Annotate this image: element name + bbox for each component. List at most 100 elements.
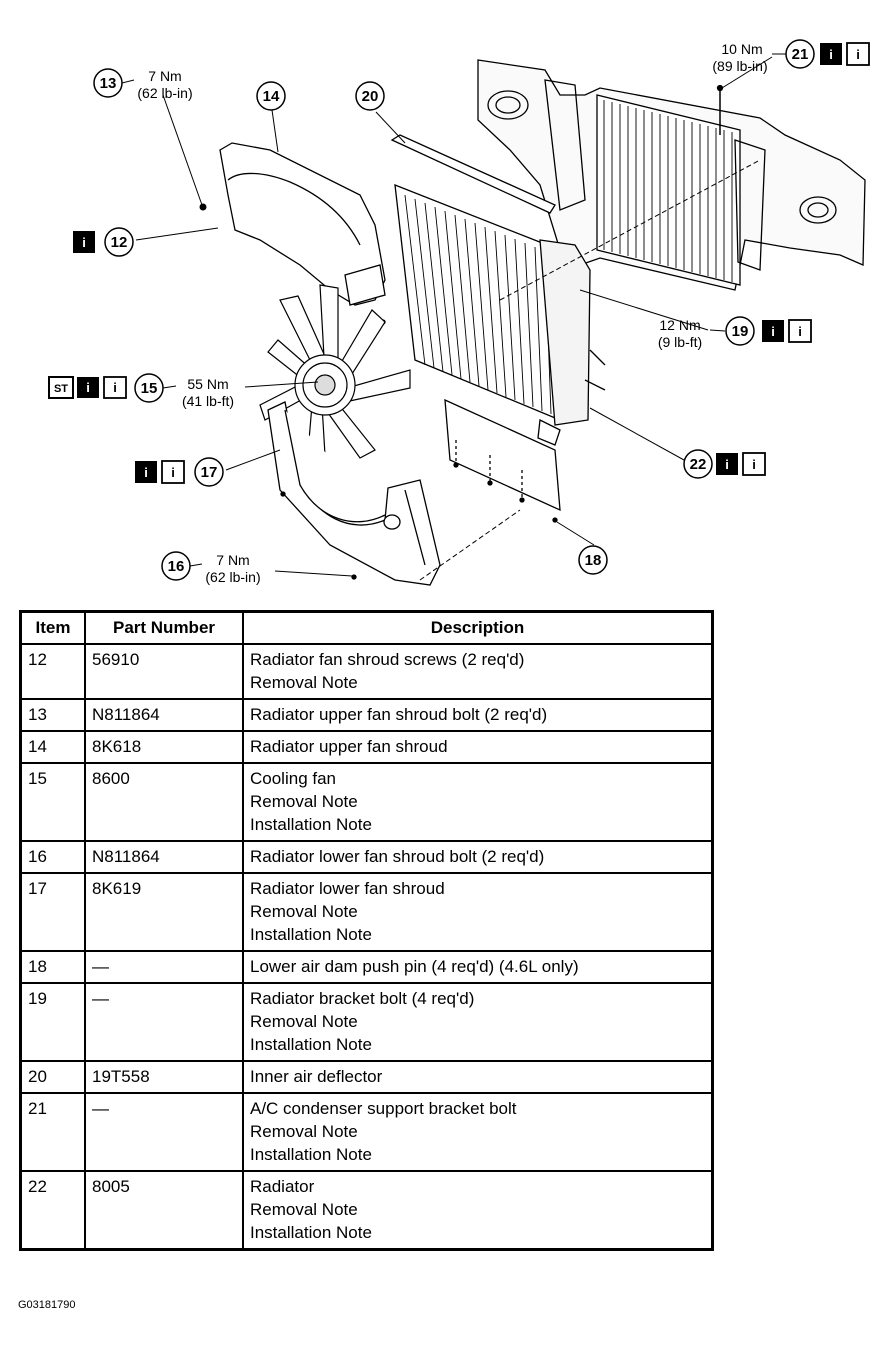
- part-number: 8005: [84, 1170, 244, 1251]
- description-text: A/C condenser support bracket bolt: [250, 1099, 517, 1118]
- description: Radiator upper fan shroud: [242, 730, 714, 764]
- info-filled-icon: i: [86, 380, 90, 395]
- description: Lower air dam push pin (4 req'd) (4.6L o…: [242, 950, 714, 984]
- callout-15-torque-nm: 55 Nm: [187, 376, 228, 392]
- description-note: Installation Note: [250, 815, 372, 834]
- callout-17-number: 17: [201, 464, 218, 481]
- part-number: N811864: [84, 698, 244, 732]
- table-row: 18—Lower air dam push pin (4 req'd) (4.6…: [19, 950, 714, 984]
- item-number: 18: [19, 950, 86, 984]
- callout-22-number: 22: [690, 456, 707, 473]
- info-filled-icon: i: [771, 324, 775, 339]
- description-note: Removal Note: [250, 902, 358, 921]
- callout-17: i i 17: [135, 457, 224, 487]
- info-filled-icon: i: [82, 235, 86, 250]
- description-text: Radiator: [250, 1177, 315, 1196]
- part-number: N811864: [84, 840, 244, 874]
- condenser-support-assembly: [477, 59, 866, 291]
- callout-13-torque-nm: 7 Nm: [148, 68, 181, 84]
- callout-12-number: 12: [111, 234, 128, 251]
- description-note: Removal Note: [250, 1012, 358, 1031]
- callout-15-torque-imperial: (41 lb-ft): [182, 393, 234, 409]
- info-filled-icon: i: [725, 457, 729, 472]
- info-outline-icon: i: [171, 465, 175, 480]
- radiator-assembly: [390, 134, 606, 523]
- callout-12: i 12: [73, 227, 134, 257]
- description: Radiator lower fan shroud bolt (2 req'd): [242, 840, 714, 874]
- info-outline-icon: i: [113, 380, 117, 395]
- description-note: Installation Note: [250, 925, 372, 944]
- callout-15-number: 15: [141, 380, 158, 397]
- description: Radiator bracket bolt (4 req'd) Removal N…: [242, 982, 714, 1062]
- description-text: Radiator upper fan shroud bolt (2 req'd): [250, 705, 548, 724]
- exploded-view-diagram: 13 7 Nm (62 lb-in) 14 20 i 12 ST i i 15 …: [48, 39, 870, 586]
- part-number: 56910: [84, 643, 244, 700]
- parts-table-header: Item Part Number Description: [19, 610, 714, 645]
- description-text: Inner air deflector: [250, 1067, 383, 1086]
- item-number: 20: [19, 1060, 86, 1094]
- figure-id: G03181790: [18, 1299, 76, 1311]
- part-number: 8600: [84, 762, 244, 842]
- info-filled-icon: i: [829, 47, 833, 62]
- callout-21-torque-imperial: (89 lb-in): [712, 58, 767, 74]
- info-outline-icon: i: [856, 47, 860, 62]
- item-number: 13: [19, 698, 86, 732]
- part-number: 8K619: [84, 872, 244, 952]
- callout-13-number: 13: [100, 75, 117, 92]
- description: Radiator fan shroud screws (2 req'd)Remo…: [242, 643, 714, 700]
- description-note: Installation Note: [250, 1145, 372, 1164]
- callout-20: 20: [355, 81, 385, 111]
- table-row: 19— Radiator bracket bolt (4 req'd) Remova…: [19, 982, 714, 1062]
- part-number: —: [84, 982, 244, 1062]
- item-number: 22: [19, 1170, 86, 1251]
- callout-18: 18: [578, 545, 608, 575]
- part-number: 8K618: [84, 730, 244, 764]
- callout-19: 12 Nm (9 lb-ft) 19 i i: [658, 316, 812, 350]
- callout-21-number: 21: [792, 46, 809, 63]
- item-number: 14: [19, 730, 86, 764]
- special-tool-icon: ST: [54, 383, 68, 395]
- description-note: Removal Note: [250, 1122, 358, 1141]
- item-number: 16: [19, 840, 86, 874]
- header-description: Description: [242, 610, 714, 645]
- info-outline-icon: i: [798, 324, 802, 339]
- item-number: 15: [19, 762, 86, 842]
- callout-21: 10 Nm (89 lb-in) 21 i i: [712, 39, 870, 74]
- callout-20-number: 20: [362, 88, 379, 105]
- description-note: Removal Note: [250, 792, 358, 811]
- upper-fan-shroud: [219, 142, 386, 325]
- item-number: 19: [19, 982, 86, 1062]
- description-text: Cooling fan: [250, 769, 337, 788]
- description-text: Radiator bracket bolt (4 req'd): [250, 989, 475, 1008]
- cooling-fan: [259, 284, 411, 459]
- lower-fan-shroud: [267, 401, 441, 586]
- part-number: —: [84, 1092, 244, 1172]
- leader-lines: [135, 56, 773, 581]
- callout-13-torque-imperial: (62 lb-in): [137, 85, 192, 101]
- callout-19-torque-nm: 12 Nm: [659, 317, 700, 333]
- item-number: 21: [19, 1092, 86, 1172]
- callout-22: 22 i i: [683, 449, 766, 479]
- description-text: Radiator lower fan shroud: [250, 879, 445, 898]
- callout-16-number: 16: [168, 558, 185, 575]
- callout-16-torque-imperial: (62 lb-in): [205, 569, 260, 585]
- description-text: Radiator fan shroud screws (2 req'd): [250, 650, 525, 669]
- part-number: —: [84, 950, 244, 984]
- part-number: 19T558: [84, 1060, 244, 1094]
- description-text: Radiator upper fan shroud: [250, 737, 448, 756]
- callout-18-number: 18: [585, 552, 602, 569]
- callout-19-torque-imperial: (9 lb-ft): [658, 334, 702, 350]
